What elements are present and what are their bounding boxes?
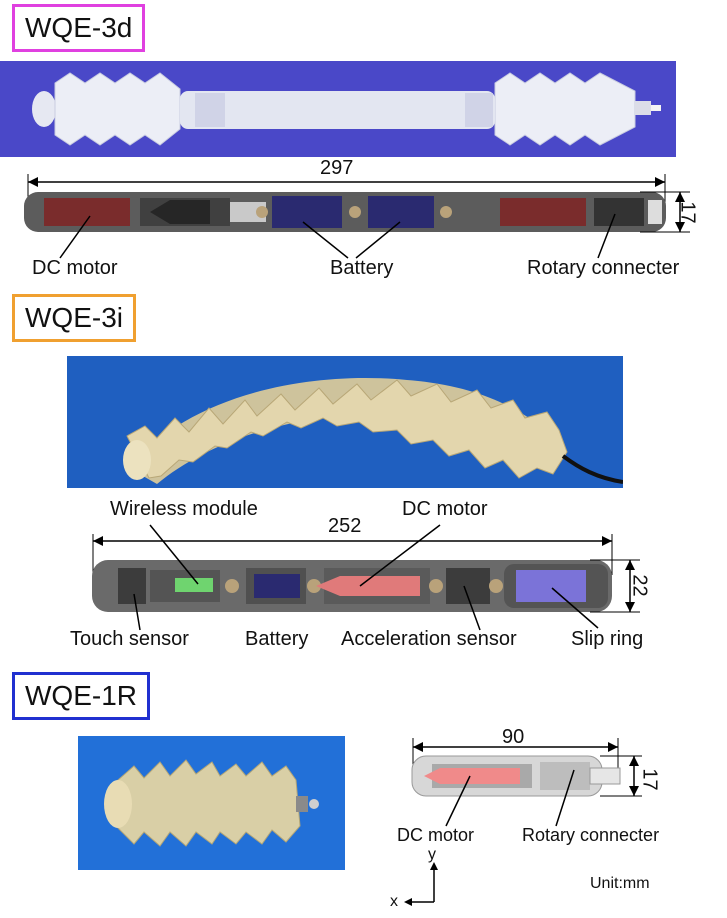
wqe-1r-height: 17: [638, 768, 661, 791]
wqe-3i-length: 252: [328, 515, 362, 537]
x-axis-label: x: [390, 893, 398, 910]
wqe-3i-acceleration-sensor-label: Acceleration sensor: [341, 628, 517, 650]
wqe-3i-diagram: [92, 524, 640, 631]
wqe-1r-dc-motor-label: DC motor: [397, 825, 475, 845]
wqe-3d-photo: [0, 61, 676, 157]
wqe-1r-photo: [78, 736, 345, 870]
wqe-3d-rotary-connecter-label: Rotary connecter: [527, 257, 680, 279]
wqe-3i-photo: [67, 356, 623, 488]
wqe-3d-dc-motor-label: DC motor: [32, 257, 118, 279]
wqe-3i-battery-label: Battery: [245, 628, 309, 650]
wqe-3i-wireless-module-label: Wireless module: [110, 498, 258, 520]
wqe-3i-dc-motor-label: DC motor: [402, 498, 488, 520]
wqe-3d-length: 297: [320, 157, 354, 179]
wqe-3i-touch-sensor-label: Touch sensor: [70, 628, 189, 650]
wqe-3i-title: WQE-3i: [12, 294, 136, 342]
y-axis-label: y: [428, 846, 436, 863]
wqe-3i-height: 22: [628, 574, 651, 597]
wqe-1r-rotary-connecter-label: Rotary connecter: [522, 825, 660, 845]
wqe-3i-slip-ring-label: Slip ring: [571, 628, 644, 650]
wqe-3d-height: 17: [676, 201, 699, 224]
axes-indicator: [404, 862, 438, 906]
wqe-1r-title: WQE-1R: [12, 672, 150, 720]
wqe-1r-length: 90: [502, 726, 525, 748]
wqe-3d-diagram: [24, 174, 690, 259]
wqe-1r-diagram: [411, 738, 642, 827]
wqe-3d-title: WQE-3d: [12, 4, 146, 52]
wqe-3d-battery-label: Battery: [330, 257, 394, 279]
unit-label: Unit:mm: [590, 875, 650, 892]
